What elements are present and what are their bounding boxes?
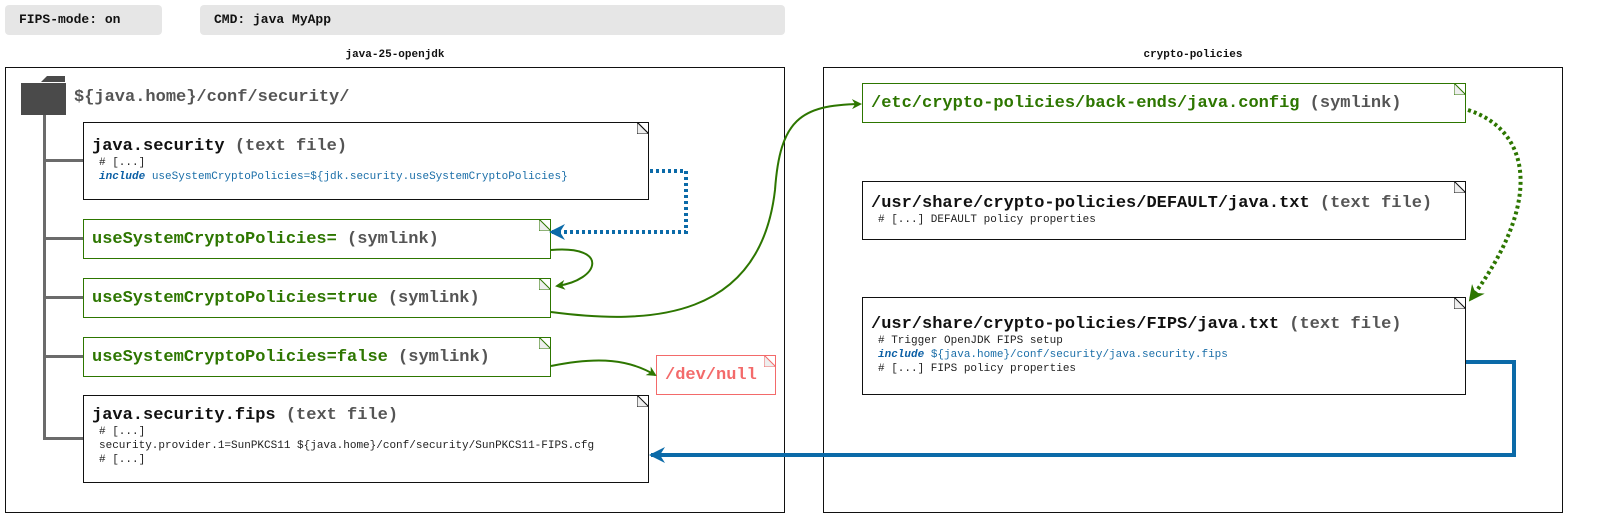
file-title: /usr/share/crypto-policies/DEFAULT/java.…: [871, 194, 1465, 213]
file-title: java.security (text file): [92, 137, 648, 156]
file-title: java.security.fips (text file): [92, 406, 648, 425]
command-text: CMD: java MyApp: [214, 12, 332, 27]
symlink-use-system-crypto-policies-empty[interactable]: useSystemCryptoPolicies= (symlink): [83, 219, 551, 259]
tree-branch: [43, 159, 84, 162]
file-name: java.security: [92, 137, 225, 156]
file-kind: (text file): [1309, 194, 1433, 213]
file-line: # [...] FIPS policy properties: [878, 363, 1077, 375]
file-name: useSystemCryptoPolicies=: [92, 230, 337, 249]
file-name: useSystemCryptoPolicies=false: [92, 348, 388, 367]
folder-icon: [21, 76, 66, 115]
file-name: /usr/share/crypto-policies/DEFAULT/java.…: [871, 194, 1310, 213]
file-line: security.provider.1=SunPKCS11 ${java.hom…: [99, 440, 595, 452]
file-name: java.security.fips: [92, 406, 276, 425]
file-title: /usr/share/crypto-policies/FIPS/java.txt…: [871, 315, 1465, 334]
symlink-use-system-crypto-policies-false[interactable]: useSystemCryptoPolicies=false (symlink): [83, 337, 551, 377]
include-value: useSystemCryptoPolicies=${jdk.security.u…: [145, 171, 568, 183]
command-bar: CMD: java MyApp: [200, 5, 785, 35]
file-name: /usr/share/crypto-policies/FIPS/java.txt: [871, 315, 1280, 334]
include-line: include useSystemCryptoPolicies=${jdk.se…: [92, 170, 648, 184]
file-kind: (symlink): [336, 230, 439, 249]
openjdk-group-label: java-25-openjdk: [345, 49, 445, 61]
tree-branch: [43, 437, 84, 440]
tree-branch: [43, 237, 84, 240]
file-kind: (symlink): [377, 289, 480, 308]
file-line: # [...]: [99, 157, 146, 169]
file-title: useSystemCryptoPolicies=false (symlink): [92, 348, 550, 367]
tree-trunk: [43, 115, 46, 440]
file-kind: (text file): [1279, 315, 1402, 334]
tree-branch: [43, 355, 84, 358]
crypto-policies-group: [823, 67, 1563, 513]
include-value: ${java.home}/conf/security/java.security…: [924, 349, 1228, 361]
file-line: # [...]: [99, 426, 146, 438]
file-default-java-txt[interactable]: /usr/share/crypto-policies/DEFAULT/java.…: [862, 181, 1466, 240]
file-fips-java-txt[interactable]: /usr/share/crypto-policies/FIPS/java.txt…: [862, 297, 1466, 395]
file-name: /dev/null: [665, 366, 757, 385]
file-kind: (text file): [234, 137, 348, 156]
symlink-java-config[interactable]: /etc/crypto-policies/back-ends/java.conf…: [862, 83, 1466, 123]
file-name: useSystemCryptoPolicies=true: [92, 289, 378, 308]
file-kind: (text file): [285, 406, 399, 425]
file-java-security[interactable]: java.security (text file) # [...] includ…: [83, 122, 649, 200]
symlink-use-system-crypto-policies-true[interactable]: useSystemCryptoPolicies=true (symlink): [83, 278, 551, 318]
file-line: # [...] DEFAULT policy properties: [878, 214, 1096, 226]
file-line: # [...]: [99, 454, 146, 466]
file-title: /dev/null: [665, 366, 775, 385]
fips-mode-text: FIPS-mode: on: [19, 12, 121, 27]
crypto-policies-group-label: crypto-policies: [1143, 49, 1243, 61]
folder-path: ${java.home}/conf/security/: [74, 88, 350, 107]
include-line: include ${java.home}/conf/security/java.…: [871, 348, 1465, 362]
file-name: /etc/crypto-policies/back-ends/java.conf…: [871, 94, 1300, 113]
file-title: useSystemCryptoPolicies= (symlink): [92, 230, 550, 249]
file-kind: (symlink): [1299, 94, 1402, 113]
include-keyword: include: [878, 349, 925, 361]
tree-branch: [43, 296, 84, 299]
file-java-security-fips[interactable]: java.security.fips (text file) # [...] s…: [83, 395, 649, 483]
file-title: /etc/crypto-policies/back-ends/java.conf…: [871, 94, 1465, 113]
file-title: useSystemCryptoPolicies=true (symlink): [92, 289, 550, 308]
include-keyword: include: [99, 171, 146, 183]
file-line: # Trigger OpenJDK FIPS setup: [878, 335, 1063, 347]
dev-null[interactable]: /dev/null: [656, 355, 776, 395]
file-kind: (symlink): [387, 348, 490, 367]
fips-mode-indicator: FIPS-mode: on: [5, 5, 162, 35]
